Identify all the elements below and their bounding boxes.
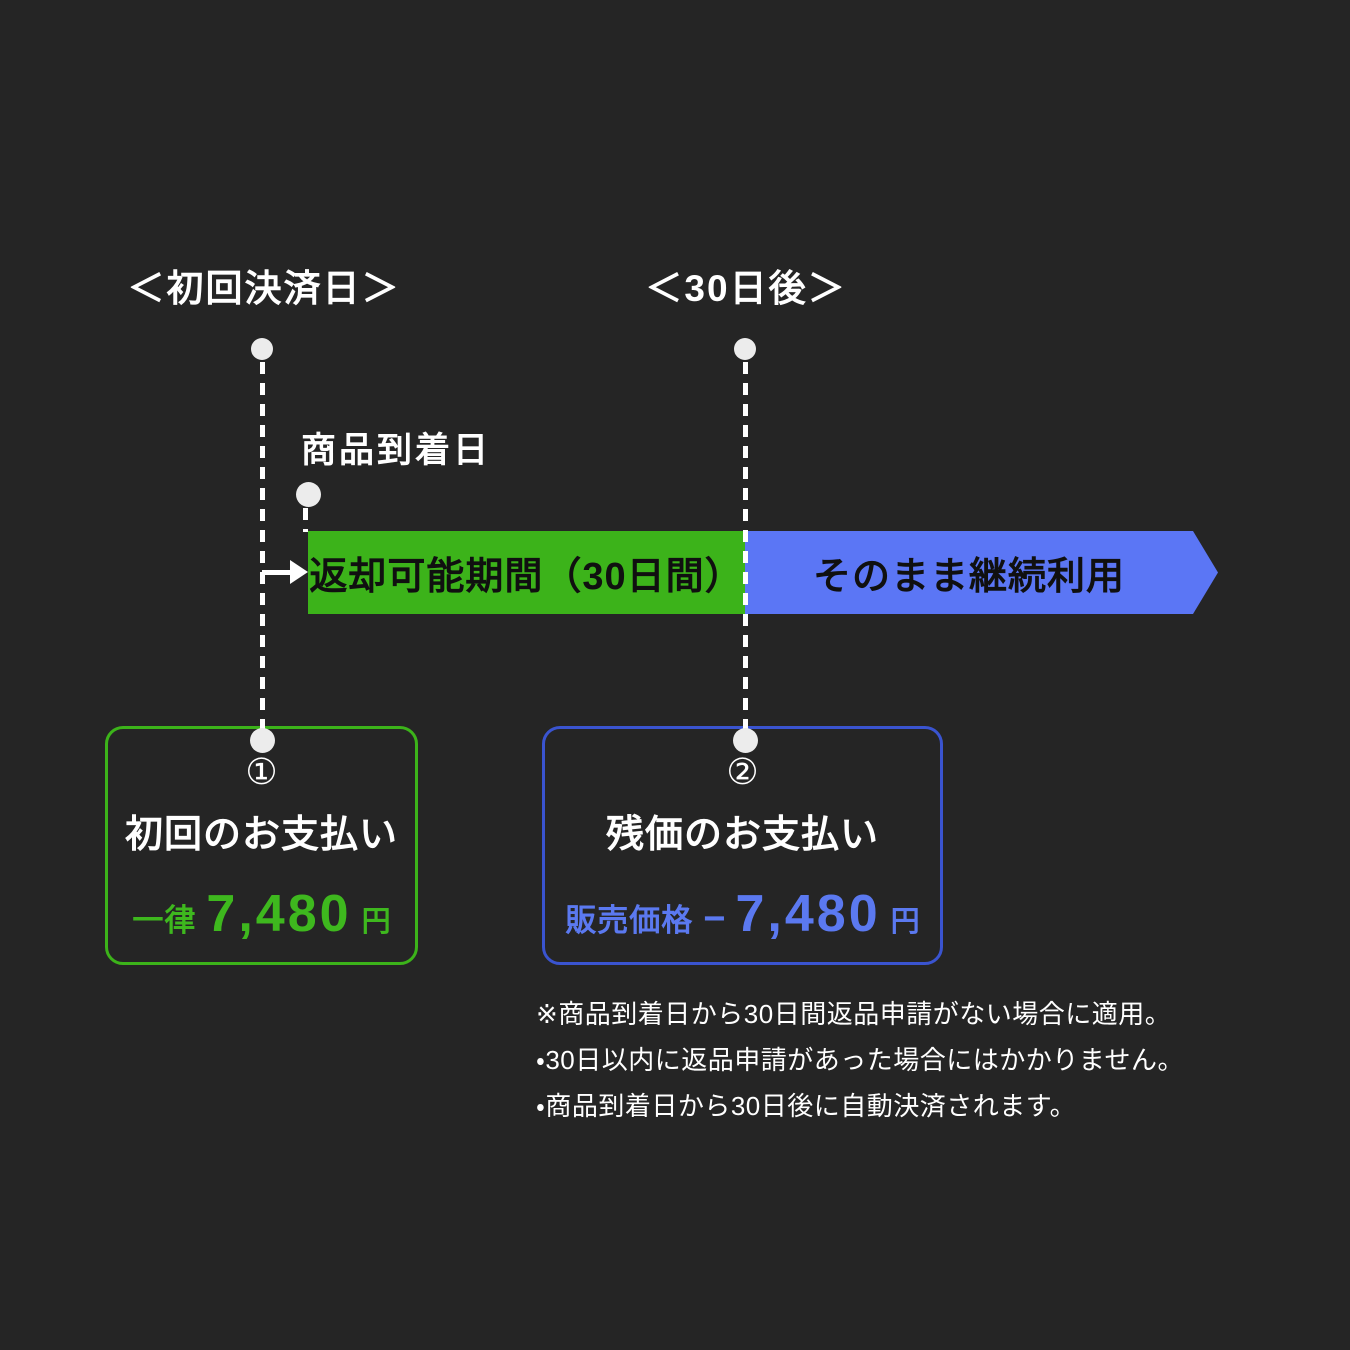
residual-card-dot-icon — [733, 728, 758, 753]
arrival-dot-icon — [296, 482, 321, 507]
residual-price-unit: 円 — [890, 906, 920, 938]
first-price-unit: 円 — [361, 906, 391, 938]
first-card-title: 初回のお支払い — [124, 814, 398, 856]
residual-card-number-badge: ② — [726, 751, 759, 792]
right-arrow-icon — [262, 558, 308, 586]
first-card-dot-icon — [250, 728, 275, 753]
arrow-shaft — [262, 569, 292, 575]
residual-payment-card: ② 残価のお支払い 販売価格 − 7,480 円 — [542, 726, 943, 965]
first-card-price: 一律 7,480 円 — [132, 884, 390, 944]
first-payment-date-label: ＜初回決済日＞ — [127, 268, 401, 309]
first-payment-dot-icon — [251, 338, 273, 360]
first-price-amount: 7,480 — [206, 885, 352, 943]
arrow-head — [290, 560, 308, 584]
first-card-number-badge: ① — [245, 751, 278, 792]
residual-price-prefix: 販売価格 — [565, 903, 694, 938]
continue-use-arrow-bar: そのまま継続利用 — [745, 531, 1218, 614]
arrival-dashed-line — [303, 508, 308, 532]
arrival-date-label: 商品到着日 — [301, 431, 492, 470]
footnote-line: ※商品到着日から30日間返品申請がない場合に適用。 — [536, 999, 1172, 1029]
residual-card-price: 販売価格 − 7,480 円 — [565, 884, 919, 944]
first-price-prefix: 一律 — [132, 903, 197, 938]
residual-price-amount: 7,480 — [735, 885, 881, 943]
residual-price-minus-sign: − — [703, 898, 726, 940]
return-period-bar: 返却可能期間（30日間） — [308, 531, 745, 614]
footnote-line: ・30日以内に返品申請があった場合にはかかりません。 — [536, 1045, 1184, 1075]
after-30-days-label: ＜30日後＞ — [645, 268, 847, 309]
footnotes: ※商品到着日から30日間返品申請がない場合に適用。 ・30日以内に返品申請があっ… — [536, 991, 1184, 1129]
footnote-line: ・商品到着日から30日後に自動決済されます。 — [536, 1091, 1077, 1121]
after-30-days-dot-icon — [734, 338, 756, 360]
first-payment-card: ① 初回のお支払い 一律 7,480 円 — [105, 726, 418, 965]
residual-card-title: 残価のお支払い — [605, 814, 879, 856]
first-payment-dashed-line — [260, 362, 265, 738]
after-30-days-dashed-line — [743, 362, 748, 738]
